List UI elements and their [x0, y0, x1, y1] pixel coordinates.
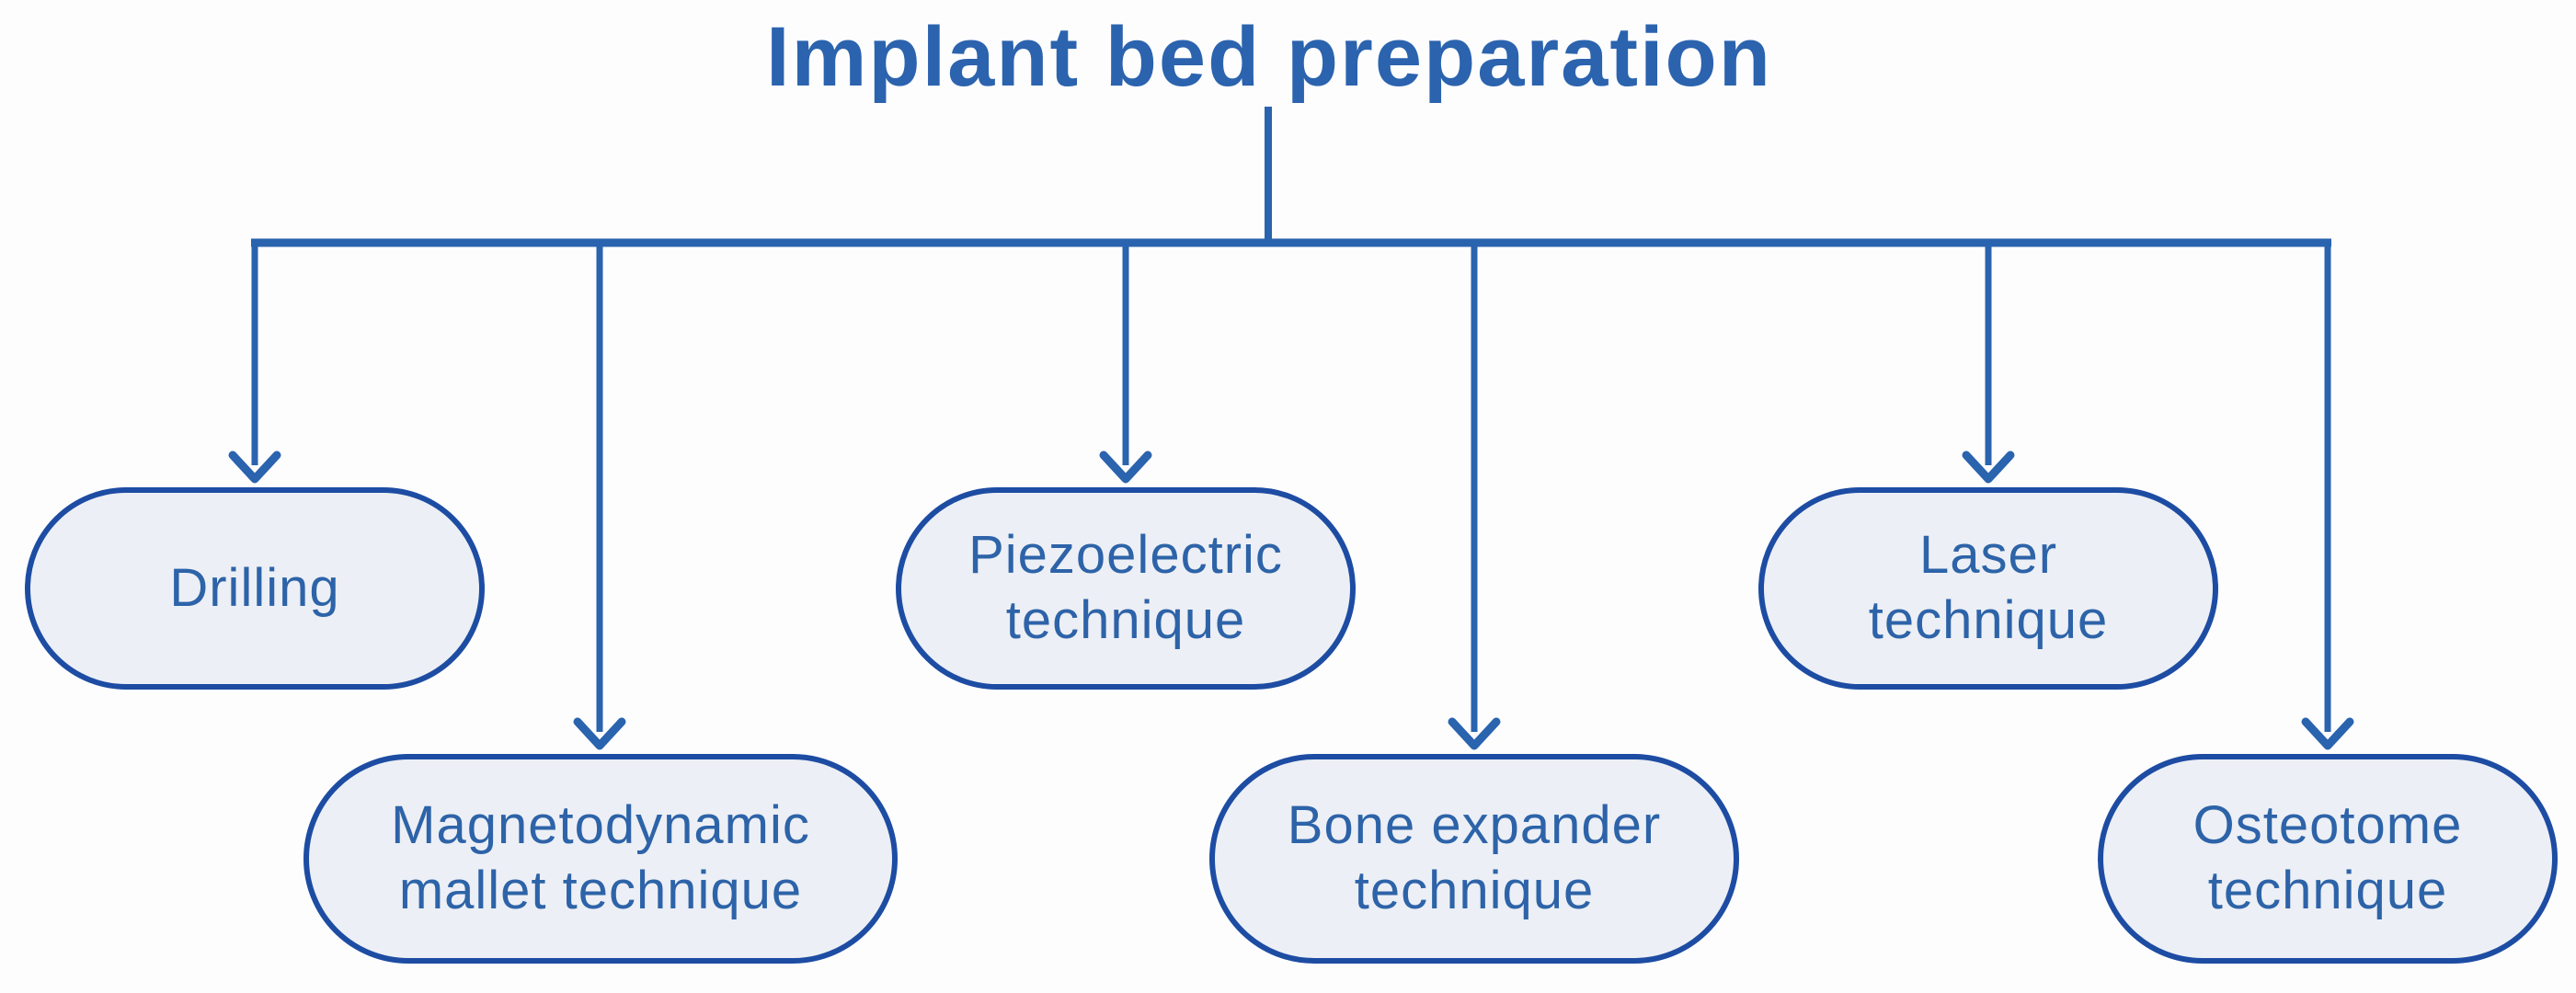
arrowhead-piezoelectric-icon: [1099, 451, 1152, 484]
node-bone-expander-technique: Bone expander technique: [1209, 754, 1739, 964]
diagram-title: Implant bed preparation: [766, 10, 1772, 104]
node-laser-technique: Laser technique: [1758, 487, 2218, 690]
node-magnetodynamic-mallet-technique: Magnetodynamic mallet technique: [303, 754, 898, 964]
node-drilling: Drilling: [25, 487, 485, 690]
arrowhead-magnetodynamic-icon: [573, 717, 626, 750]
arrowhead-drilling-icon: [228, 451, 281, 484]
node-piezoelectric-technique: Piezoelectric technique: [896, 487, 1356, 690]
node-osteotome-technique: Osteotome technique: [2098, 754, 2558, 964]
arrowhead-laser-icon: [1962, 451, 2015, 484]
arrowhead-bone-expander-icon: [1448, 717, 1501, 750]
arrowhead-osteotome-icon: [2301, 717, 2354, 750]
